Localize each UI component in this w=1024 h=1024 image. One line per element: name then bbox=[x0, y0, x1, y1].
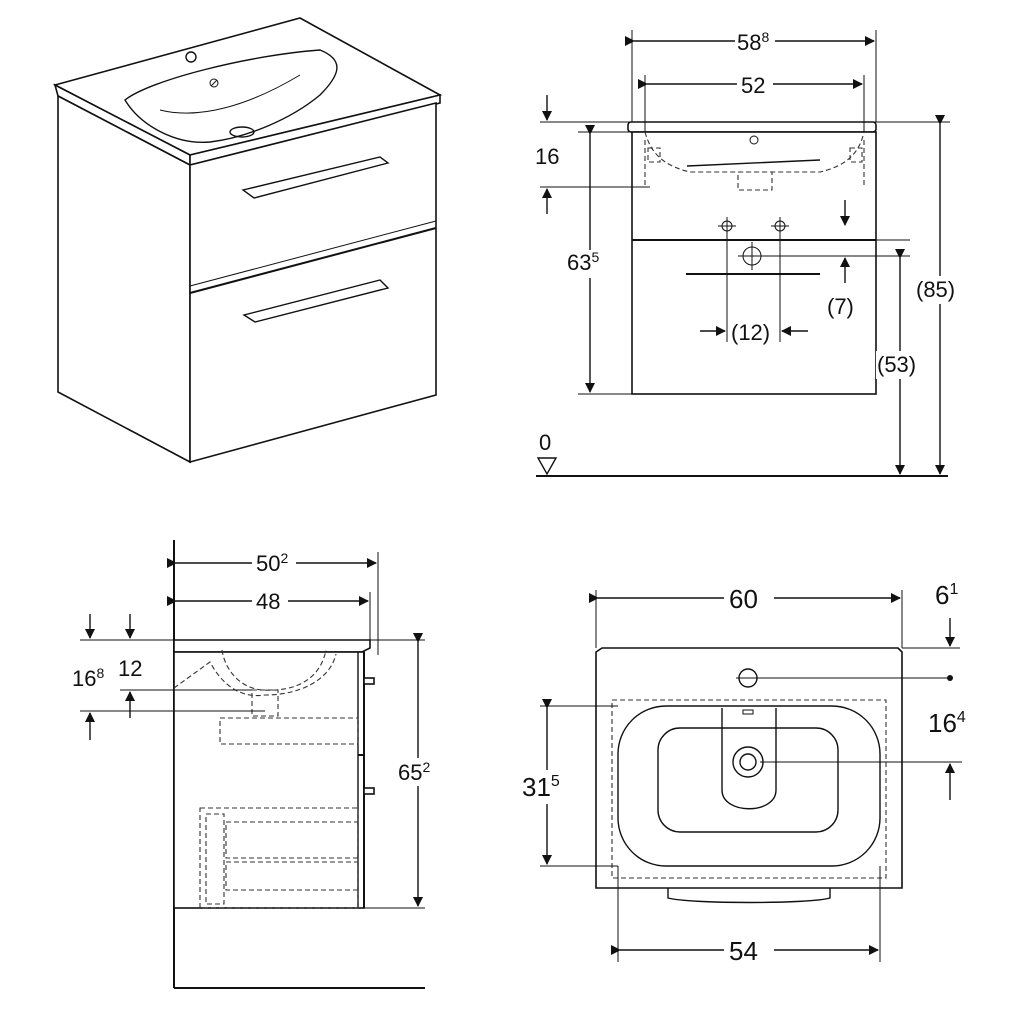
front-basin-depth: 16 bbox=[535, 144, 559, 169]
top-tap-offset: 61 bbox=[935, 580, 958, 610]
front-width-inner: 52 bbox=[741, 73, 765, 98]
top-view: 60 61 164 315 54 bbox=[520, 580, 966, 966]
front-width-overall: 588 bbox=[737, 29, 769, 55]
front-total-height: (85) bbox=[916, 277, 955, 302]
isometric-view bbox=[52, 17, 443, 464]
side-view: 502 48 168 12 652 bbox=[72, 540, 441, 989]
top-tap-to-drain: 164 bbox=[928, 708, 966, 738]
front-view: 588 52 16 635 (85) (53) (12) (7) 0 bbox=[535, 28, 967, 477]
side-cabinet-height: 652 bbox=[398, 759, 430, 785]
front-drain-offset: (7) bbox=[827, 294, 854, 319]
side-overflow-depth: 12 bbox=[118, 656, 142, 681]
floor-label: 0 bbox=[539, 430, 551, 455]
top-cabinet-width: 54 bbox=[729, 936, 758, 966]
front-floor-to-drawer: (53) bbox=[877, 352, 916, 377]
top-drain-to-front: 315 bbox=[522, 772, 560, 802]
front-drain-spacing: (12) bbox=[731, 320, 770, 345]
side-depth-inner: 48 bbox=[256, 589, 280, 614]
side-depth-overall: 502 bbox=[256, 550, 288, 576]
side-basin-depth: 168 bbox=[72, 665, 104, 691]
top-width-overall: 60 bbox=[729, 584, 758, 614]
front-cabinet-height: 635 bbox=[567, 249, 599, 275]
